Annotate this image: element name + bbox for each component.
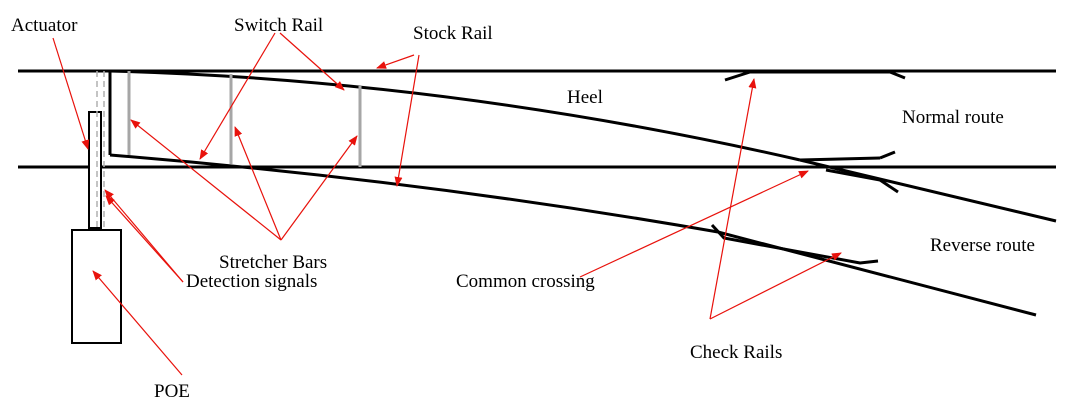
label-actuator: Actuator	[11, 15, 78, 36]
arrow-actuator	[52, 37, 90, 150]
actuator-box	[88, 111, 102, 229]
check-rail-upper	[724, 70, 906, 82]
crossing-wing-upper	[879, 150, 896, 160]
crossing-wing-lower	[879, 178, 899, 194]
check-rail-lower	[710, 223, 879, 265]
arrow-check-rail-2	[709, 252, 842, 320]
arrow-common-crossing	[579, 170, 809, 278]
crossing-nose-upper	[799, 156, 881, 162]
label-check-rails: Check Rails	[690, 342, 782, 363]
arrow-stock-rail-2	[394, 54, 420, 187]
arrow-stock-rail-1	[376, 54, 415, 69]
label-stretcher-bars: Stretcher Bars	[219, 252, 327, 273]
switch-rail-lower	[109, 153, 719, 234]
switch-rail-upper	[109, 69, 801, 162]
label-normal-route: Normal route	[902, 107, 1004, 128]
arrow-check-rail-1	[709, 78, 757, 320]
label-detection-signals: Detection signals	[186, 271, 317, 292]
label-switch-rail: Switch Rail	[234, 15, 323, 36]
arrow-stretcher-2	[234, 126, 282, 241]
label-stock-rail: Stock Rail	[413, 23, 493, 44]
arrow-stretcher-1	[130, 119, 282, 241]
arrow-detection-2	[105, 195, 184, 283]
label-heel: Heel	[567, 87, 603, 108]
arrow-poe	[92, 270, 183, 376]
label-common-crossing: Common crossing	[456, 271, 595, 292]
reverse-route-rail-upper	[799, 158, 1057, 223]
poe-box	[71, 229, 122, 344]
arrow-stretcher-3	[280, 135, 358, 241]
arrow-switch-rail-1	[199, 32, 276, 160]
label-poe: POE	[154, 381, 190, 402]
arrow-switch-rail-2	[279, 32, 345, 91]
annotation-arrows	[52, 32, 842, 376]
label-reverse-route: Reverse route	[930, 235, 1035, 256]
